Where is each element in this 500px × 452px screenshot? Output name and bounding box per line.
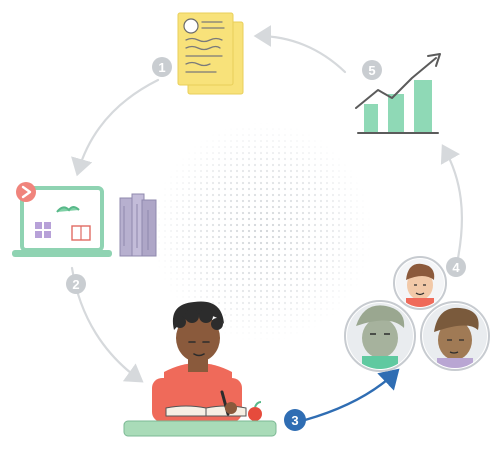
step-badge-4-label: 4 (452, 260, 460, 275)
step-badge-3: 3 (284, 409, 306, 431)
documents-icon (177, 12, 244, 95)
student-reading-icon (123, 301, 277, 437)
arrow-4-to-5 (440, 144, 463, 260)
arrow-1-to-2 (71, 78, 160, 177)
step-badge-5: 5 (362, 60, 382, 80)
arrow-3-to-4 (303, 368, 400, 422)
laptop-books-icon (12, 182, 157, 257)
arrow-5-to-1 (253, 25, 347, 74)
people-group-icon (344, 256, 490, 372)
step-badge-4: 4 (446, 257, 466, 277)
step-badge-5-label: 5 (368, 63, 375, 78)
step-badge-2-label: 2 (72, 277, 79, 292)
step-badge-2: 2 (66, 274, 86, 294)
step-badge-1-label: 1 (158, 60, 165, 75)
step-badge-1: 1 (152, 57, 172, 77)
growth-chart-icon (355, 53, 441, 134)
step-badge-3-label: 3 (291, 413, 298, 428)
